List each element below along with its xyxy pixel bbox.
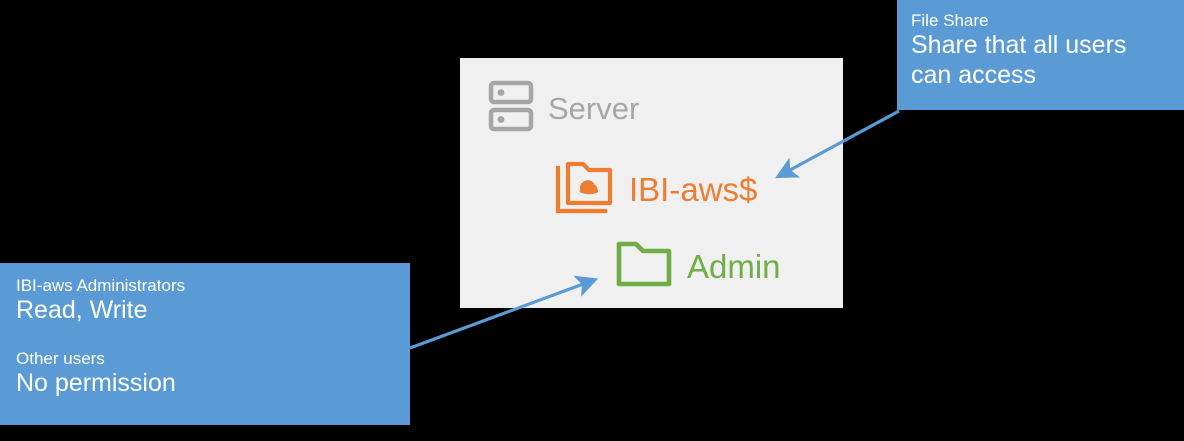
callout-heading: Other users <box>16 348 105 368</box>
node-file-share[interactable]: IBI-aws$ <box>555 158 757 221</box>
callout-line: Share that all users <box>911 31 1127 60</box>
node-admin-folder[interactable]: Admin <box>615 238 781 295</box>
callout-line: No permission <box>16 369 176 397</box>
folder-icon <box>615 238 673 295</box>
callout-group: File Share Share that all users can acce… <box>911 10 1170 90</box>
node-label-admin-folder: Admin <box>687 248 781 285</box>
callout-group: IBI-aws Administrators Read, Write <box>16 275 394 326</box>
callout-permissions: IBI-aws Administrators Read, Write Other… <box>0 263 410 425</box>
callout-line: Read, Write <box>16 296 148 325</box>
node-label-server: Server <box>548 91 640 126</box>
server-icon <box>488 80 534 137</box>
server-panel: Server IBI-aws$ <box>460 58 843 308</box>
callout-file-share: File Share Share that all users can acce… <box>897 0 1184 110</box>
node-server[interactable]: Server <box>488 80 639 137</box>
callout-heading: File Share <box>911 11 989 30</box>
callout-group: Other users No permission <box>16 348 394 399</box>
callout-heading: IBI-aws Administrators <box>16 276 186 295</box>
cloud-folder-icon <box>555 158 617 221</box>
callout-line: can access <box>911 60 1037 89</box>
node-label-file-share: IBI-aws$ <box>629 171 758 208</box>
